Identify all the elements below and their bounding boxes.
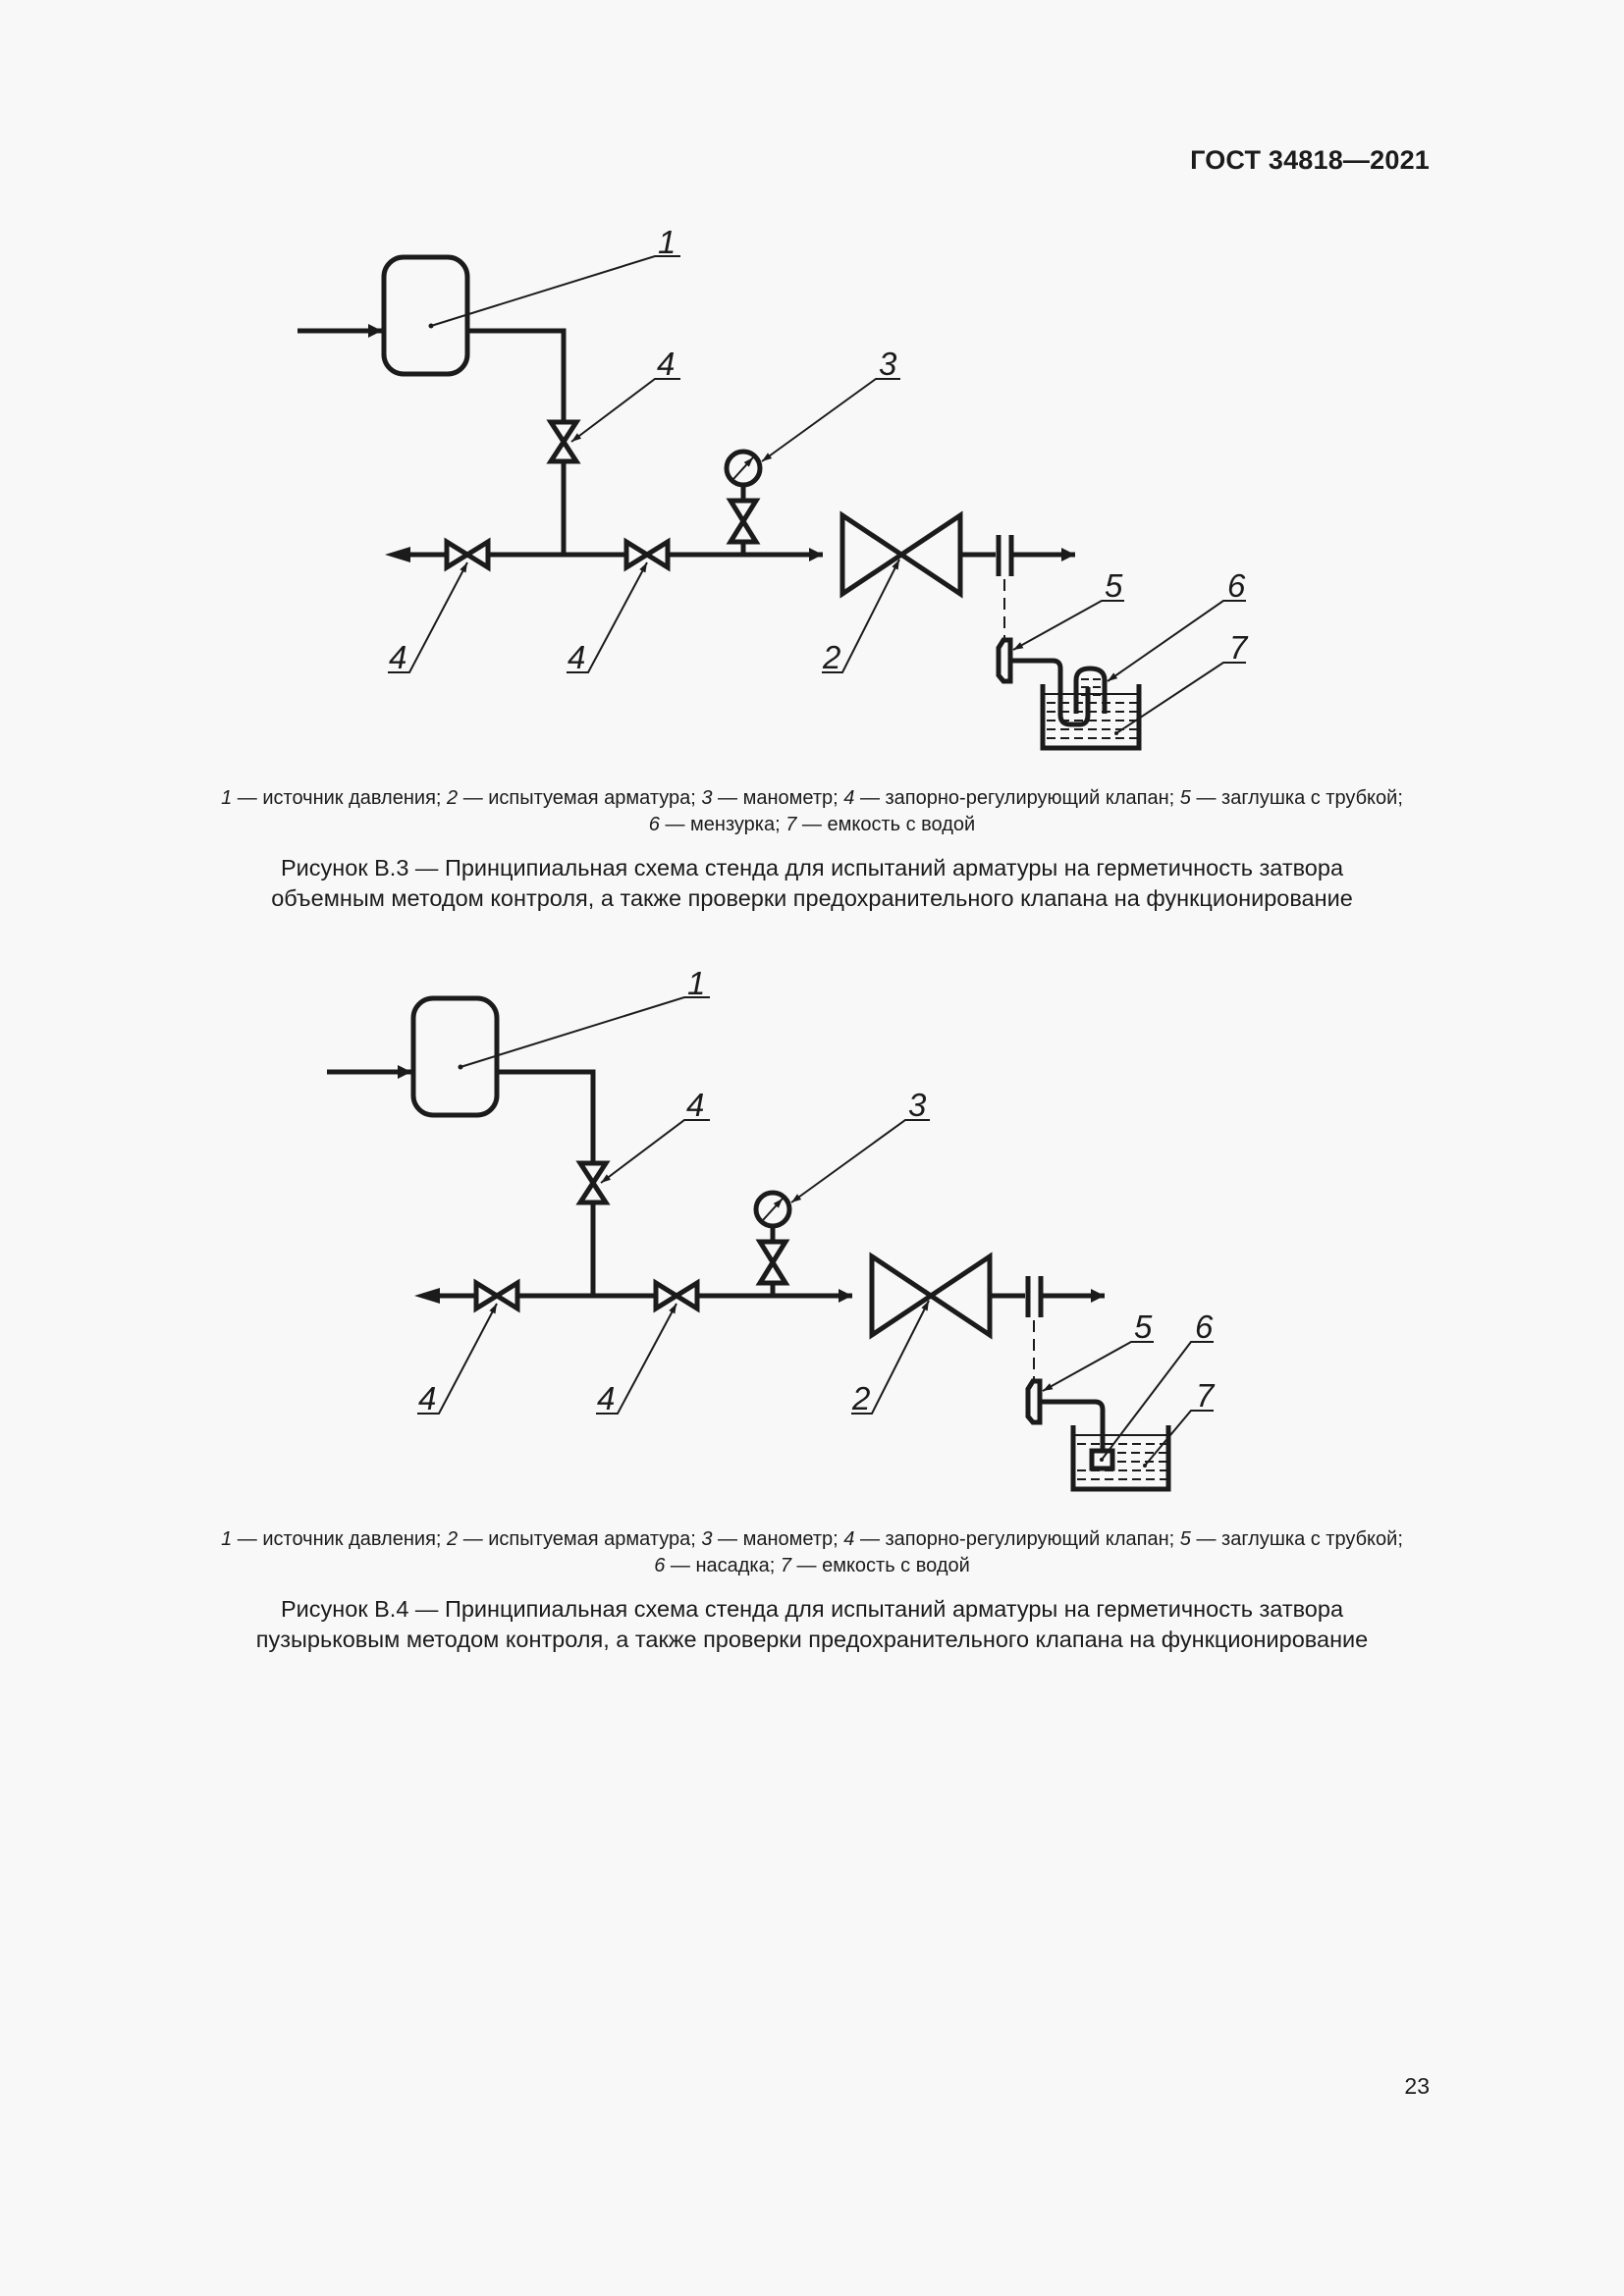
shutoff-valve-vertical-icon <box>546 419 581 464</box>
figure-b3-diagram: 1 4 3 4 4 2 5 6 7 <box>298 224 1249 751</box>
label-3: 3 <box>879 346 897 382</box>
label-1: 1 <box>687 965 705 1001</box>
shutoff-valve-middle-icon <box>623 537 671 572</box>
label-4-middle: 4 <box>597 1380 615 1416</box>
outlet-left-arrow-icon <box>414 1288 440 1304</box>
legend-line-2: 6 — мензурка; 7 — емкость с водой <box>648 814 976 835</box>
figure-b3-caption: Рисунок В.3 — Принципиальная схема стенд… <box>271 855 1353 911</box>
tested-valve-icon <box>869 1252 993 1340</box>
pressure-source-icon <box>410 995 500 1118</box>
label-5: 5 <box>1134 1308 1153 1345</box>
tested-valve-icon <box>839 510 963 599</box>
label-4-top: 4 <box>657 346 675 382</box>
label-4-left: 4 <box>418 1380 436 1416</box>
water-container-icon <box>1040 684 1142 751</box>
label-2: 2 <box>851 1380 870 1416</box>
shutoff-valve-middle-icon <box>653 1278 700 1313</box>
label-4-left: 4 <box>389 639 406 675</box>
plug-with-tube-icon <box>1025 1378 1043 1425</box>
shutoff-valve-left-icon <box>473 1278 520 1313</box>
label-7: 7 <box>1196 1377 1216 1414</box>
legend-line-1: 1 — источник давления; 2 — испытуемая ар… <box>221 1528 1403 1550</box>
shutoff-valve-vertical-icon <box>575 1160 611 1205</box>
label-3: 3 <box>908 1087 927 1123</box>
legend-line-1: 1 — источник давления; 2 — испытуемая ар… <box>221 787 1403 809</box>
page-number: 23 <box>1404 2073 1430 2099</box>
label-2: 2 <box>822 639 840 675</box>
gauge-valve-icon <box>755 1239 790 1286</box>
label-4-top: 4 <box>686 1087 704 1123</box>
figure-b3-group: 1 4 3 4 4 2 5 6 7 <box>298 224 1249 751</box>
nozzle-icon <box>1089 1448 1115 1471</box>
label-6: 6 <box>1227 567 1246 604</box>
figure-b4-diagram: 1 4 3 4 4 2 5 6 7 <box>327 965 1216 1492</box>
label-7: 7 <box>1229 629 1249 666</box>
figure-b4-legend: 1 — источник давления; 2 — испытуемая ар… <box>98 1526 1526 1579</box>
figure-b4-caption: Рисунок В.4 — Принципиальная схема стенд… <box>255 1596 1369 1652</box>
label-4-middle: 4 <box>568 639 585 675</box>
label-1: 1 <box>658 224 676 260</box>
shutoff-valve-left-icon <box>444 537 491 572</box>
water-container-icon <box>1070 1425 1171 1492</box>
figure-b4-group: 1 4 3 4 4 2 5 6 7 <box>327 965 1216 1492</box>
figure-b3-legend: 1 — источник давления; 2 — испытуемая ар… <box>98 785 1526 838</box>
measuring-cylinder-icon <box>1073 666 1108 714</box>
pressure-gauge-icon <box>753 1190 792 1229</box>
gauge-valve-icon <box>726 498 761 545</box>
label-6: 6 <box>1195 1308 1214 1345</box>
outlet-left-arrow-icon <box>385 547 410 562</box>
plug-with-tube-icon <box>996 637 1013 684</box>
document-standard-header: ГОСТ 34818—2021 <box>1190 145 1430 175</box>
label-5: 5 <box>1105 567 1123 604</box>
pressure-gauge-icon <box>724 449 763 488</box>
legend-line-2: 6 — насадка; 7 — емкость с водой <box>654 1555 970 1576</box>
